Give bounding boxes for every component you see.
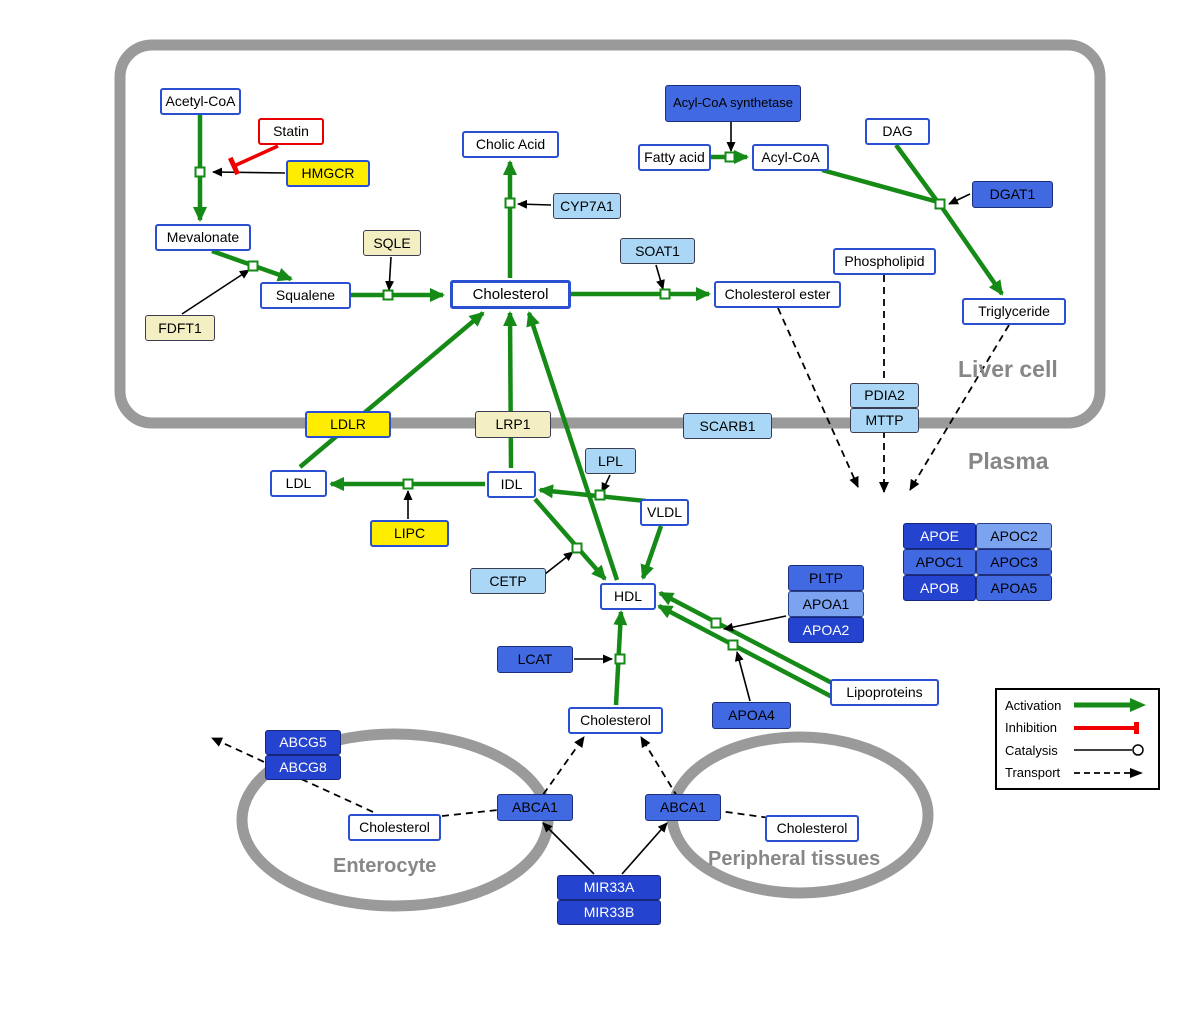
plasma-label: Plasma [968, 448, 1049, 474]
reaction-node [934, 198, 946, 210]
peripheral-tissues-label: Peripheral tissues [708, 848, 881, 870]
node-mir33a[interactable]: MIR33A [557, 875, 661, 900]
transport-dashed-arrow-icon [1074, 767, 1143, 778]
node-sqle[interactable]: SQLE [363, 230, 421, 256]
legend-transport-row: Transport [1005, 765, 1150, 781]
reaction-node [594, 489, 606, 501]
node-abcg8[interactable]: ABCG8 [265, 755, 341, 780]
node-ldl[interactable]: LDL [270, 470, 327, 497]
reaction-node [247, 260, 259, 272]
node-triglyceride[interactable]: Triglyceride [962, 298, 1066, 325]
activation-arrow-icon [1074, 698, 1146, 713]
node-acyl-coa[interactable]: Acyl-CoA [752, 144, 829, 171]
node-pltp[interactable]: PLTP [788, 565, 864, 591]
legend-activation-row: Activation [1005, 697, 1150, 713]
node-lpl[interactable]: LPL [585, 448, 636, 474]
node-lcat[interactable]: LCAT [497, 646, 573, 673]
node-lrp1[interactable]: LRP1 [475, 411, 551, 438]
node-fdft1[interactable]: FDFT1 [145, 315, 215, 341]
reaction-node [571, 542, 583, 554]
node-scarb1[interactable]: SCARB1 [683, 413, 772, 439]
node-hdl[interactable]: HDL [600, 583, 656, 610]
catalysis-circle-icon [1074, 744, 1144, 756]
legend-inhibition-label: Inhibition [1005, 720, 1058, 736]
node-apoc3[interactable]: APOC3 [976, 549, 1052, 575]
node-cholesterol-liver[interactable]: Cholesterol [450, 280, 571, 309]
node-apoa1[interactable]: APOA1 [788, 591, 864, 617]
node-abca1-peripheral[interactable]: ABCA1 [645, 794, 721, 821]
node-cetp[interactable]: CETP [470, 568, 546, 594]
reaction-nodes [194, 151, 946, 665]
node-idl[interactable]: IDL [487, 471, 536, 498]
node-mir33b[interactable]: MIR33B [557, 900, 661, 925]
liver-cell-membrane [114, 39, 1106, 429]
node-dgat1[interactable]: DGAT1 [972, 181, 1053, 208]
node-ldlr[interactable]: LDLR [305, 411, 391, 438]
reaction-node [710, 617, 722, 629]
liver-cell-label: Liver cell [958, 356, 1058, 382]
legend-activation-label: Activation [1005, 697, 1062, 713]
node-cholesterol-plasma[interactable]: Cholesterol [568, 707, 663, 734]
node-lipc[interactable]: LIPC [370, 520, 449, 547]
legend-transport-label: Transport [1005, 765, 1061, 781]
node-abca1-enterocyte[interactable]: ABCA1 [497, 794, 573, 821]
node-fatty-acid[interactable]: Fatty acid [638, 144, 711, 171]
reaction-node [402, 478, 414, 490]
inhibition-edge [227, 144, 279, 176]
legend-inhibition-row: Inhibition [1005, 720, 1150, 736]
node-cholesterol-enterocyte[interactable]: Cholesterol [348, 814, 441, 841]
node-squalene[interactable]: Squalene [260, 282, 351, 309]
node-apoa4[interactable]: APOA4 [712, 702, 791, 729]
reaction-node [382, 289, 394, 301]
node-cholic-acid[interactable]: Cholic Acid [462, 131, 559, 158]
node-acetyl-coa[interactable]: Acetyl-CoA [160, 88, 241, 115]
node-apoa5[interactable]: APOA5 [976, 575, 1052, 601]
node-lipoproteins[interactable]: Lipoproteins [830, 679, 939, 706]
node-hmgcr[interactable]: HMGCR [286, 160, 370, 187]
node-abcg5[interactable]: ABCG5 [265, 730, 341, 755]
inhibition-tee-icon [1074, 721, 1139, 734]
reaction-node [727, 639, 739, 651]
node-vldl[interactable]: VLDL [640, 499, 689, 526]
node-mevalonate[interactable]: Mevalonate [155, 224, 251, 251]
reaction-node [194, 166, 206, 178]
node-apoc2[interactable]: APOC2 [976, 523, 1052, 549]
node-acyl-coa-synthetase[interactable]: Acyl-CoA synthetase [665, 85, 801, 122]
node-mttp[interactable]: MTTP [850, 408, 919, 433]
catalysis-edges [181, 122, 971, 875]
node-soat1[interactable]: SOAT1 [620, 238, 695, 264]
node-pdia2[interactable]: PDIA2 [850, 383, 919, 408]
enterocyte-label: Enterocyte [333, 855, 437, 877]
node-apoa2[interactable]: APOA2 [788, 617, 864, 643]
node-phospholipid[interactable]: Phospholipid [833, 248, 936, 275]
legend-catalysis-row: Catalysis [1005, 742, 1150, 758]
reaction-node [504, 197, 516, 209]
node-apoe[interactable]: APOE [903, 523, 976, 549]
reaction-node [659, 288, 671, 300]
node-dag[interactable]: DAG [865, 118, 930, 145]
reaction-node [614, 653, 626, 665]
legend: Activation Inhibition Catalysis Transpor… [995, 688, 1160, 790]
legend-catalysis-label: Catalysis [1005, 742, 1058, 758]
node-apoc1[interactable]: APOC1 [903, 549, 976, 575]
node-cyp7a1[interactable]: CYP7A1 [553, 193, 621, 219]
reaction-node [724, 151, 736, 163]
node-cholesterol-peripheral[interactable]: Cholesterol [765, 815, 859, 842]
node-apob[interactable]: APOB [903, 575, 976, 601]
node-statin[interactable]: Statin [258, 118, 324, 145]
node-cholesterol-ester[interactable]: Cholesterol ester [714, 281, 841, 308]
